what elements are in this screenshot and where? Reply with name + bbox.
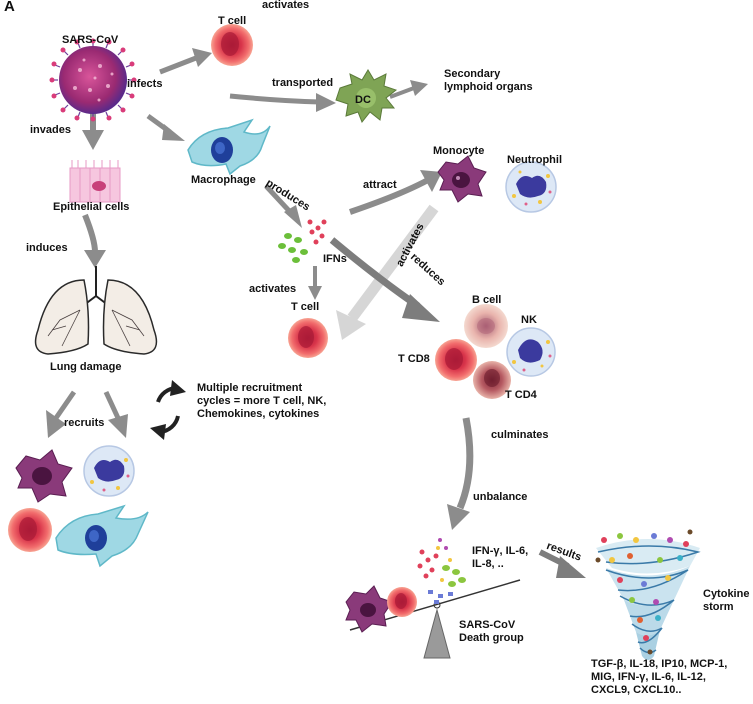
- label-activates-mid: activates: [249, 283, 297, 295]
- recruited-t-cell-icon: [8, 508, 52, 552]
- arrow-activates-diagonal: [336, 204, 439, 340]
- arrow-attract-to-monocyte: [349, 170, 442, 215]
- sars-cov-virus-icon: [49, 38, 137, 122]
- label-induces: induces: [26, 242, 68, 254]
- label-death-line1: SARS-CoV: [459, 619, 516, 631]
- label-unbalance: unbalance: [473, 491, 528, 503]
- arrow-ifns-reduces: [329, 237, 440, 322]
- label-sars-cov: SARS-CoV: [62, 34, 119, 46]
- label-infects: infects: [127, 78, 163, 90]
- label-epithelial: Epithelial cells: [53, 201, 130, 213]
- cytokine-storm-icon: [595, 529, 701, 660]
- label-ifn-line2: IL-8, ..: [472, 558, 504, 570]
- label-nk: NK: [521, 314, 537, 326]
- b-cell-icon: [464, 304, 508, 348]
- arrow-lung-recruit-right: [103, 390, 128, 438]
- scale-t-cell-icon: [387, 587, 417, 617]
- label-tgf-line1: TGF-β, IL-18, IP10, MCP-1,: [591, 658, 728, 670]
- label-cytokine-line1: Cytokine: [703, 588, 750, 600]
- label-t-cell-top: T cell: [218, 15, 247, 27]
- arrow-ifns-to-tcell: [308, 266, 322, 300]
- recruited-neutrophil-icon: [83, 445, 135, 497]
- label-culminates: culminates: [491, 429, 549, 441]
- label-secondary-line2: lymphoid organs: [444, 81, 533, 93]
- ifns-particles-icon: [278, 219, 327, 263]
- label-neutrophil: Neutrophil: [507, 154, 562, 166]
- label-t-cd4: T CD4: [505, 389, 537, 401]
- label-recruits: recruits: [64, 417, 105, 429]
- arrow-results: [538, 549, 586, 578]
- epithelial-cells-icon: [69, 160, 121, 203]
- label-b-cell: B cell: [472, 294, 502, 306]
- arrow-virus-to-tcell: [159, 48, 212, 75]
- t-cd8-cell-icon: [435, 339, 477, 381]
- label-ifn-line1: IFN-γ, IL-6,: [472, 545, 529, 557]
- label-attract: attract: [363, 179, 397, 191]
- scale-monocyte-icon: [345, 585, 393, 633]
- label-invades: invades: [30, 124, 71, 136]
- label-lung-damage: Lung damage: [50, 361, 122, 373]
- label-dc: DC: [355, 94, 371, 106]
- label-t-cd8: T CD8: [398, 353, 430, 365]
- arrow-dc-to-secondary: [389, 80, 428, 99]
- label-death-line2: Death group: [459, 632, 524, 644]
- lung-icon: [34, 266, 158, 355]
- neutrophil-icon: [505, 161, 557, 213]
- t-cell-mid-icon: [288, 318, 328, 358]
- label-transported: transported: [272, 77, 334, 89]
- recruited-macrophage-icon: [55, 504, 149, 568]
- monocyte-icon: [437, 155, 487, 203]
- label-activates-top: activates: [262, 0, 310, 11]
- label-t-cell-mid: T cell: [291, 301, 320, 313]
- label-ifns: IFNs: [323, 253, 347, 265]
- label-cytokine-line2: storm: [703, 601, 734, 613]
- t-cd4-cell-icon: [473, 361, 511, 399]
- nk-cell-icon: [506, 327, 556, 377]
- label-macrophage: Macrophage: [191, 174, 256, 186]
- arrow-transported-to-dc: [229, 93, 336, 112]
- label-secondary-line1: Secondary: [444, 68, 501, 80]
- label-tgf-line3: CXCL9, CXCL10..: [591, 684, 682, 696]
- macrophage-icon: [187, 118, 271, 176]
- panel-label: A: [4, 0, 15, 15]
- arrow-culminates: [447, 417, 474, 530]
- dendritic-cell-icon: [335, 69, 398, 123]
- arrow-lung-recruit-left: [46, 390, 77, 438]
- arrow-epithelial-to-lung: [82, 213, 106, 268]
- recruited-monocyte-icon: [15, 449, 73, 503]
- arrow-virus-to-macrophage: [146, 113, 185, 141]
- t-cell-top-icon: [211, 24, 253, 66]
- label-multi-line3: Chemokines, cytokines: [197, 408, 320, 420]
- recycle-arrows-icon: [150, 380, 186, 440]
- label-monocyte: Monocyte: [433, 145, 485, 157]
- label-multi-line2: cycles = more T cell, NK,: [197, 395, 327, 407]
- arrow-macrophage-to-ifns: [264, 184, 302, 228]
- label-tgf-line2: MIG, IFN-γ, IL-6, IL-12,: [591, 671, 706, 683]
- cytokine-particles-icon: [417, 538, 466, 604]
- label-multi-line1: Multiple recruitment: [197, 382, 303, 394]
